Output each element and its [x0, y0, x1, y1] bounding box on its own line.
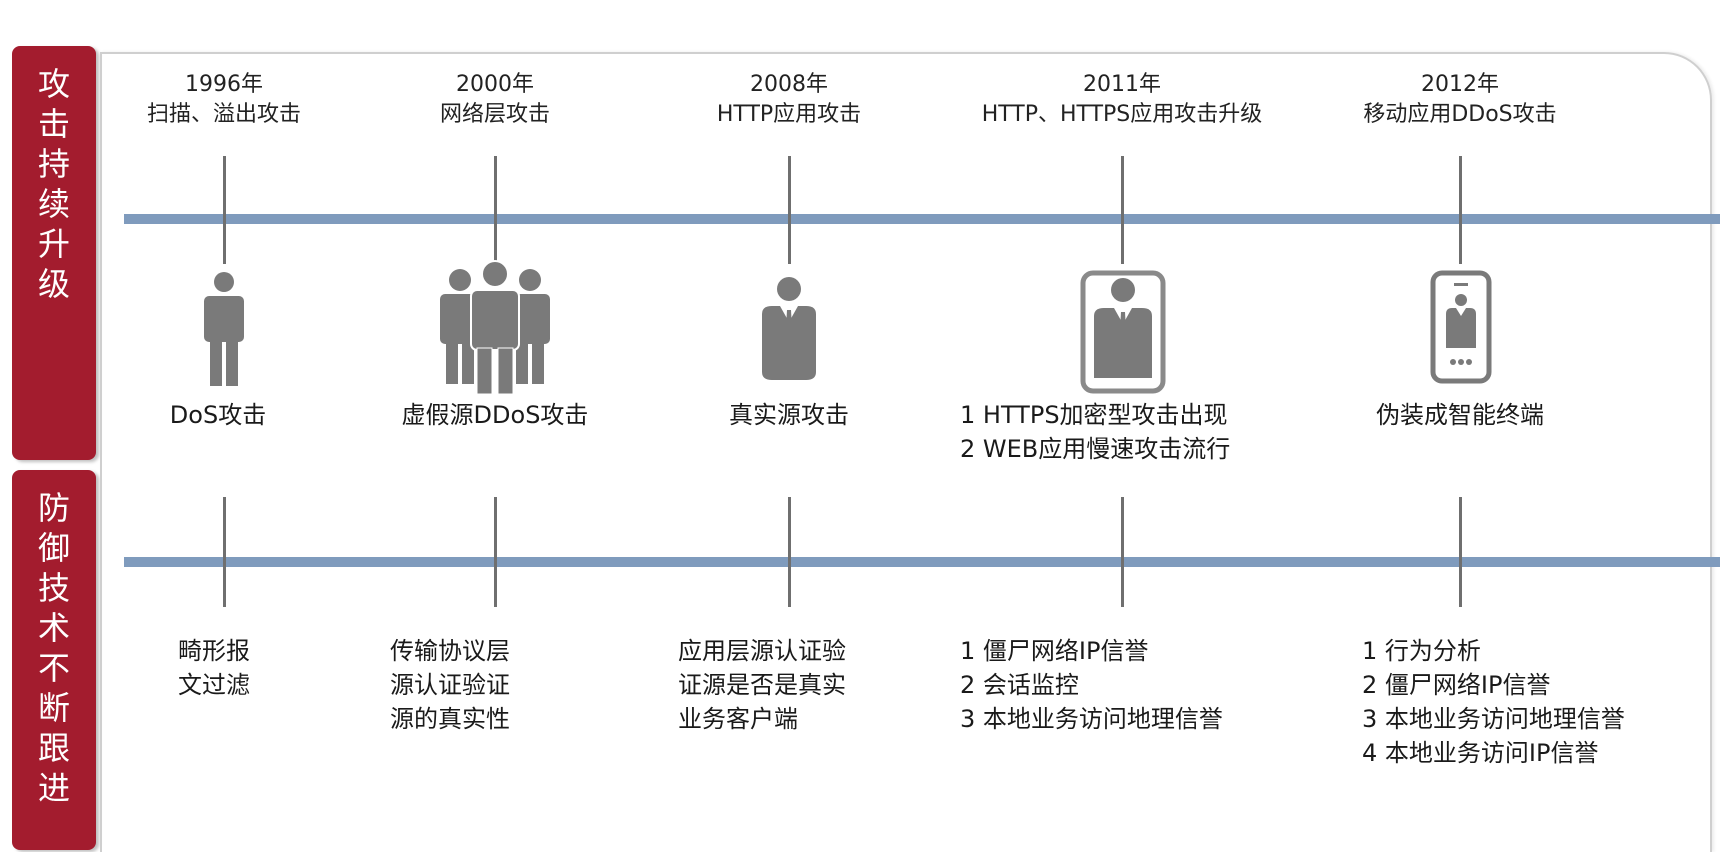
attack-tick — [788, 156, 791, 264]
defense-tab-char: 进 — [37, 769, 70, 807]
defense-line: 2 会话监控 — [960, 671, 1079, 699]
defense-tab-char: 不 — [37, 649, 70, 687]
attack-caption: 1 HTTPS加密型攻击出现 2 WEB应用慢速攻击流行 — [960, 398, 1340, 466]
defense-tab-char: 防 — [37, 489, 70, 527]
milestone-header: 2012年 移动应用DDoS攻击 — [1270, 70, 1650, 130]
timeline-panel — [100, 52, 1712, 852]
defense-line: 1 行为分析 — [1362, 637, 1481, 665]
defense-line: 畸形报 — [178, 637, 250, 665]
defense-line: 业务客户端 — [678, 705, 798, 733]
caption-line: 虚假源DDoS攻击 — [401, 401, 589, 429]
milestone-year: 2011年 — [1083, 72, 1161, 97]
attack-tick — [494, 156, 497, 264]
attack-timeline-axis — [124, 214, 1720, 224]
businessman-icon — [762, 277, 816, 380]
defense-tick — [1459, 497, 1462, 607]
group-people-icon — [440, 260, 550, 395]
milestone-year: 2000年 — [456, 72, 534, 97]
defense-text: 1 行为分析 2 僵尸网络IP信誉 3 本地业务访问地理信誉 4 本地业务访问I… — [1362, 634, 1720, 770]
milestone-year: 2012年 — [1421, 72, 1499, 97]
attack-tab-char: 持 — [37, 145, 70, 183]
defense-text: 应用层源认证验 证源是否是真实 业务客户端 — [678, 634, 1058, 736]
defense-line: 传输协议层 — [390, 637, 510, 665]
defense-line: 证源是否是真实 — [678, 671, 846, 699]
caption-line: 伪装成智能终端 — [1376, 401, 1544, 429]
attack-caption: 虚假源DDoS攻击 — [305, 398, 685, 432]
caption-line: 2 WEB应用慢速攻击流行 — [960, 435, 1231, 463]
defense-tick — [1121, 497, 1124, 607]
single-person-icon — [204, 272, 244, 386]
defense-tab-char: 御 — [37, 529, 70, 567]
defense-line: 1 僵尸网络IP信誉 — [960, 637, 1149, 665]
attack-tab-char: 攻 — [37, 65, 70, 103]
milestone-header: 2011年 HTTP、HTTPS应用攻击升级 — [932, 70, 1312, 130]
defense-line: 源认证验证 — [390, 671, 510, 699]
attack-tick — [1459, 156, 1462, 264]
defense-tick — [223, 497, 226, 607]
defense-line: 文过滤 — [178, 671, 250, 699]
milestone-header: 2008年 HTTP应用攻击 — [599, 70, 979, 130]
defense-text: 传输协议层 源认证验证 源的真实性 — [390, 634, 770, 736]
caption-line: DoS攻击 — [169, 401, 267, 429]
defense-tab-char: 术 — [37, 609, 70, 647]
attack-tick — [223, 156, 226, 264]
milestone-header: 1996年 扫描、溢出攻击 — [34, 70, 414, 130]
attack-tab-char: 击 — [37, 105, 70, 143]
milestone-header: 2000年 网络层攻击 — [305, 70, 685, 130]
attack-caption: DoS攻击 — [28, 398, 408, 432]
framed-businessman-icon — [1080, 270, 1166, 394]
defense-tick — [788, 497, 791, 607]
attack-tab-char: 级 — [37, 265, 70, 303]
defense-tick — [494, 497, 497, 607]
attack-tab-char: 续 — [37, 185, 70, 223]
defense-line: 3 本地业务访问地理信誉 — [1362, 705, 1625, 733]
milestone-attack-type: 移动应用DDoS攻击 — [1363, 102, 1557, 127]
defense-line: 4 本地业务访问IP信誉 — [1362, 739, 1599, 767]
defense-line: 2 僵尸网络IP信誉 — [1362, 671, 1551, 699]
defense-tab-char: 跟 — [37, 729, 70, 767]
defense-line: 源的真实性 — [390, 705, 510, 733]
defense-tech-tab: 防 御 技 术 不 断 跟 进 — [12, 470, 96, 850]
defense-text: 畸形报 文过滤 — [24, 634, 404, 702]
attack-caption: 真实源攻击 — [599, 398, 979, 432]
attack-tab-char: 升 — [37, 225, 70, 263]
defense-line: 应用层源认证验 — [678, 637, 846, 665]
milestone-year: 2008年 — [750, 72, 828, 97]
caption-line: 真实源攻击 — [729, 401, 849, 429]
smartphone-icon — [1430, 270, 1492, 384]
attack-tick — [1121, 156, 1124, 264]
attack-upgrade-tab: 攻 击 持 续 升 级 — [12, 46, 96, 460]
defense-tab-char: 断 — [37, 689, 70, 727]
defense-tab-char: 技 — [37, 569, 70, 607]
milestone-year: 1996年 — [185, 72, 263, 97]
milestone-attack-type: 扫描、溢出攻击 — [146, 102, 301, 127]
milestone-attack-type: 网络层攻击 — [439, 102, 550, 127]
defense-timeline-axis — [124, 557, 1720, 567]
caption-line: 1 HTTPS加密型攻击出现 — [960, 401, 1228, 429]
defense-line: 3 本地业务访问地理信誉 — [960, 705, 1223, 733]
milestone-attack-type: HTTP应用攻击 — [716, 102, 862, 127]
defense-text: 1 僵尸网络IP信誉 2 会话监控 3 本地业务访问地理信誉 — [960, 634, 1340, 736]
milestone-attack-type: HTTP、HTTPS应用攻击升级 — [981, 102, 1263, 127]
attack-caption: 伪装成智能终端 — [1270, 398, 1650, 432]
